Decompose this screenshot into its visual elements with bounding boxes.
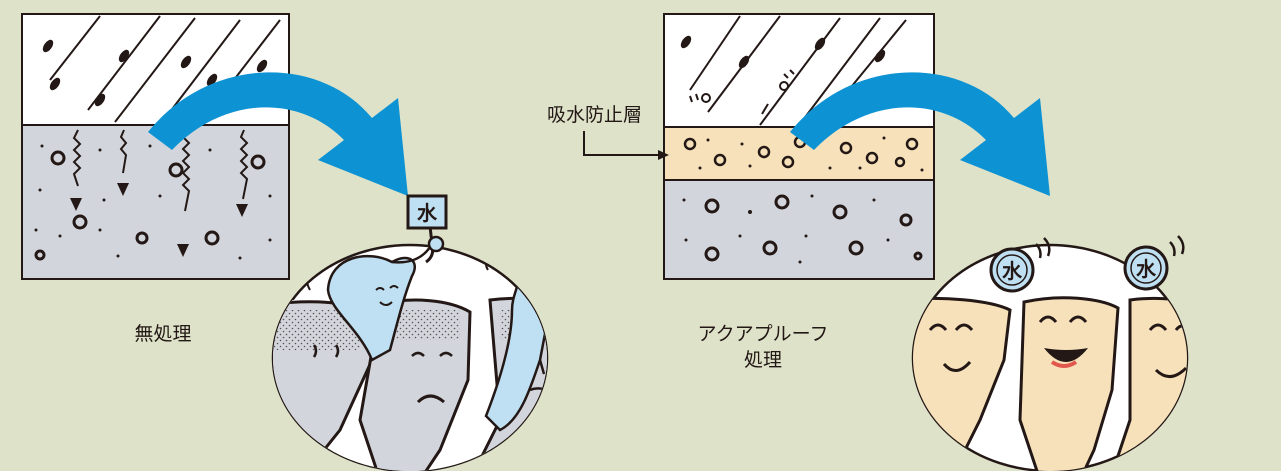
water-sign-icon: 水 xyxy=(406,194,448,264)
treated-label-line2: 処理 xyxy=(743,349,782,371)
curved-arrow-icon xyxy=(790,72,1050,196)
rain-drop-icon xyxy=(42,39,268,107)
treated-closeup xyxy=(911,243,1189,471)
bouncing-drops xyxy=(689,69,795,115)
treated-label-line1: アクアプルーフ xyxy=(697,323,829,345)
concrete-block xyxy=(21,124,290,280)
happy-face-icon xyxy=(913,296,1187,471)
seepage-arrows xyxy=(72,129,249,212)
rain-drop-icon xyxy=(680,35,886,69)
bubble-text-right: 水 xyxy=(1136,257,1157,281)
concrete-pores xyxy=(34,150,266,261)
rain-sky xyxy=(663,13,935,128)
water-bubble-icon: 水 xyxy=(1123,235,1185,291)
concrete-grains xyxy=(682,194,890,264)
seepage-arrowheads xyxy=(70,183,248,257)
concrete-pores xyxy=(704,194,923,262)
sign-text: 水 xyxy=(417,201,438,225)
untreated-closeup xyxy=(271,243,549,471)
concrete-block xyxy=(663,179,935,280)
treated-label: アクアプルーフ 処理 xyxy=(668,321,858,373)
treated-panel xyxy=(663,13,935,280)
concrete-grains xyxy=(34,144,272,260)
untreated-panel xyxy=(21,13,290,280)
water-bubble-icon: 水 xyxy=(989,237,1051,293)
bubble-text-left: 水 xyxy=(1002,259,1023,283)
untreated-label: 無処理 xyxy=(134,323,192,345)
curved-arrow-icon xyxy=(148,72,408,196)
barrier-pointer xyxy=(583,131,669,160)
absorption-barrier-label: 吸水防止層 xyxy=(546,104,642,126)
